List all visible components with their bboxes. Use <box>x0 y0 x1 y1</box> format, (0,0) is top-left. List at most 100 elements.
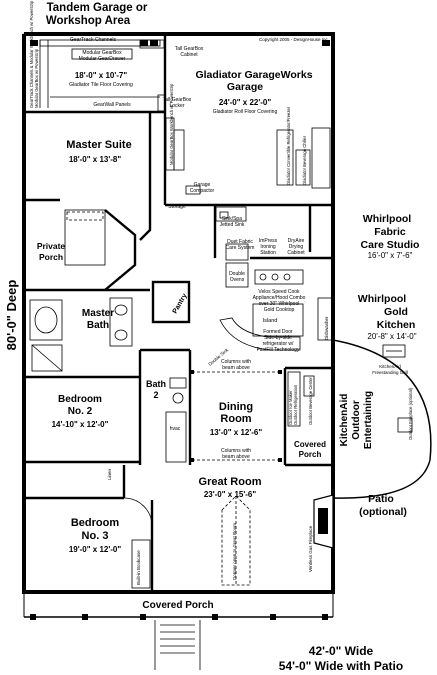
sink-spa-label: Sink/Spa <box>222 216 242 222</box>
dormer-label: Dormer open to Great Room <box>232 523 237 580</box>
garage-workbench-label: Modular GearBox Workbench w/ Powerstrip <box>169 83 174 165</box>
garage-dims: 24'-0" x 22'-0" <box>219 98 272 107</box>
tall-cabinet-label-1: Tall GearBox <box>175 46 204 52</box>
locker-label-1: Tall GearBox <box>163 97 192 103</box>
storage-label: Storage <box>168 204 186 210</box>
fabric-line3: Care Studio <box>361 239 420 251</box>
jetted-sink-label: Jetted Sink <box>220 222 245 228</box>
bedroom2-name-1: Bedroom <box>58 394 102 405</box>
garage-door-markers <box>30 40 330 46</box>
outdoor-ent-line2: Outdoor <box>351 400 362 440</box>
covered-porch-side-2: Porch <box>299 450 322 459</box>
garage-name-1: Gladiator GarageWorks <box>195 69 312 81</box>
master-suite-walls <box>24 112 152 291</box>
dining-beam-top-1: Columns with <box>221 359 251 365</box>
outdoor-refrig-label: Outdoor Refrigeration <box>293 384 298 425</box>
linen-label: Linen <box>107 468 112 480</box>
master-bath-line1: Master <box>82 308 114 319</box>
gold-line2: Gold <box>384 306 408 318</box>
dryaire-label-3: Cabinet <box>287 250 305 256</box>
dining-beam-bot-2: beam above <box>222 454 250 460</box>
tandem-floor: Gladiator Tile Floor Covering <box>69 82 133 88</box>
great-room-name: Great Room <box>199 476 262 488</box>
dining-beam-bot-1: Columns with <box>221 448 251 454</box>
front-porch <box>23 592 334 670</box>
locker-label-2: Locker <box>169 103 184 109</box>
plan-title-line2: Workshop Area <box>46 15 131 27</box>
tall-cabinet-label-2: Cabinet <box>180 52 198 58</box>
width-dimension: 42'-0" Wide <box>309 644 374 658</box>
great-room-fixtures <box>221 494 334 586</box>
modular-geardrawer-label: Modular GearDrawer <box>79 56 126 62</box>
impress-label-3: Station <box>260 250 276 256</box>
double-ovens-2: Ovens <box>230 277 245 283</box>
dining-beam-top-2: beam above <box>222 365 250 371</box>
tandem-garage <box>24 34 167 114</box>
master-suite-name: Master Suite <box>66 139 131 151</box>
pantry-walls <box>151 280 191 324</box>
private-porch-line1: Private <box>37 241 66 251</box>
gold-dims: 20'-8" x 14'-0" <box>367 332 416 341</box>
outdoor-beverage-label: Outdoor Beverage Center <box>308 376 313 425</box>
dishwasher-label: Dishwasher <box>324 316 329 340</box>
outdoor-ent-line1: KitchenAid <box>339 394 350 447</box>
geartrack-label: GearTrack Channels <box>70 37 116 43</box>
outdoor-ent-line3: Entertaining <box>363 391 374 449</box>
garage-floor: Gladiator Roll Floor Covering <box>213 109 278 115</box>
bedroom3-dims: 19'-0" x 12'-0" <box>69 545 122 554</box>
kitchen-fixtures <box>213 205 333 351</box>
bedroom2-name-2: No. 2 <box>68 406 93 417</box>
double-ovens-1: Double <box>229 271 245 277</box>
bath2-line1: Bath <box>146 379 166 389</box>
bedroom3-name-2: No. 3 <box>82 530 109 542</box>
compactor-label-2: Compactor <box>190 188 215 194</box>
master-suite-dims: 18'-0" x 13'-8" <box>69 155 122 164</box>
fridge-label-4: FastFill Technology <box>257 347 300 353</box>
patio-label: Patio <box>368 493 394 505</box>
private-porch-line2: Porch <box>39 252 63 262</box>
tandem-side-label: GearTrack Channels & Modular Workbench w… <box>29 0 34 108</box>
depth-dimension: 80'-0" Deep <box>4 280 19 351</box>
covered-porch-label: Covered Porch <box>142 600 213 611</box>
velos-label-4: Gold Cooktop <box>264 307 295 313</box>
impress-label-1: ImPress <box>259 238 278 244</box>
patio-optional-label: (optional) <box>359 506 407 518</box>
plan-title-line1: Tandem Garage or <box>47 2 148 14</box>
outdoor-fireplace-label: Outdoor Fireplace (optional) <box>408 387 413 440</box>
fridge-label-1: Formed Door <box>263 329 293 335</box>
fabric-line1: Whirlpool <box>363 213 411 225</box>
gearwall-label: GearWall Panels <box>93 102 131 108</box>
master-bath-fixtures <box>24 297 140 379</box>
pantry-label: Pantry <box>172 293 189 315</box>
dining-name-2: Room <box>220 413 251 425</box>
dryaire-label-1: DryAire <box>288 238 305 244</box>
covered-porch-side-1: Covered <box>294 440 326 449</box>
fridge-label-3: refrigerator w/ <box>263 341 294 347</box>
bath2-line2: 2 <box>153 390 158 400</box>
island-label: Island <box>263 318 278 324</box>
width-with-patio: 54'-0" Wide with Patio <box>279 659 403 673</box>
duet-label-1: Duet Fabric <box>227 239 253 245</box>
main-garage <box>163 112 333 207</box>
fridge-label-2: Side-by-side <box>264 335 292 341</box>
velos-label-1: Velos Speed Cook <box>258 289 300 295</box>
tandem-side-label-2: Modular GearBox w/ Powerstrip <box>34 48 39 108</box>
dining-name-1: Dining <box>219 401 253 413</box>
ventless-fireplace-label: Ventless Gas Fireplace <box>308 525 313 572</box>
master-bath-line2: Bath <box>87 320 109 331</box>
velos-label-3: over 30" Whirlpool <box>259 301 300 307</box>
bedroom3-name-1: Bedroom <box>71 517 120 529</box>
dining-columns <box>190 370 282 462</box>
compactor-label-1: Garage <box>194 182 211 188</box>
outdoor-icemaker-label: Outdoor Ice Maker <box>288 390 293 425</box>
patio-outline <box>332 339 432 499</box>
garage-freezer-label: Gladiator Convertible Refrigerator/Freez… <box>286 106 291 185</box>
fabric-dims: 16'-0" x 7'-6" <box>368 251 413 260</box>
grill-label-2: Freestanding Grill <box>372 370 408 375</box>
great-room-dims: 23'-0" x 15'-6" <box>204 490 257 499</box>
impress-label-2: Ironing <box>260 244 276 250</box>
garage-name-2: Garage <box>227 81 263 93</box>
grill-label-1: KitchenAid <box>379 364 401 369</box>
duet-label-2: Care System <box>226 245 255 251</box>
